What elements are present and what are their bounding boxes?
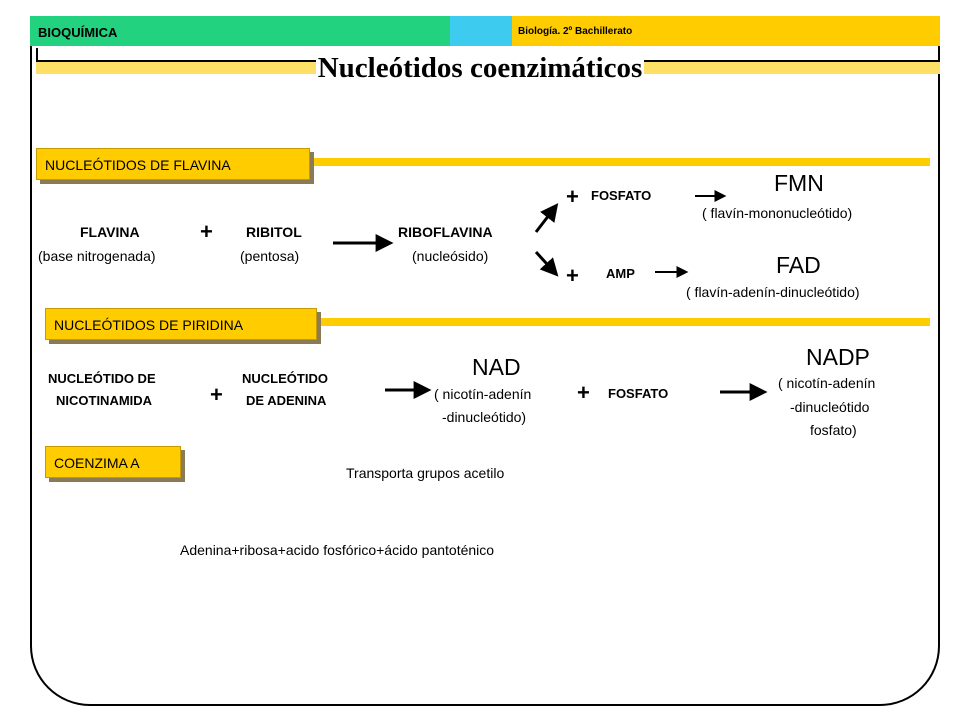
- flavina-label: FLAVINA: [80, 224, 140, 240]
- nad-sub2: -dinucleótido): [442, 409, 527, 425]
- arrow-riboflavina-down: [534, 250, 559, 277]
- flavina-plus: +: [200, 219, 213, 244]
- section-piridina-label: NUCLEÓTIDOS DE PIRIDINA: [45, 308, 317, 340]
- nadp-label: NADP: [806, 344, 870, 370]
- fmn-label: FMN: [774, 170, 824, 196]
- nadp-sub1: ( nicotín-adenín: [778, 375, 876, 391]
- header-green-segment: [30, 16, 450, 46]
- header-blue-segment: [450, 16, 512, 46]
- fosfato-label: FOSFATO: [591, 188, 652, 203]
- page-title-text: Nucleótidos coenzimáticos: [315, 52, 645, 84]
- section-coenzima-label: COENZIMA A: [45, 446, 181, 478]
- adenina-line2: DE ADENINA: [246, 393, 327, 408]
- slide-frame: [30, 16, 940, 706]
- coenzima-transporta: Transporta grupos acetilo: [346, 465, 505, 481]
- fad-label: FAD: [776, 252, 821, 278]
- header-bar: BIOQUÍMICA Biología. 2º Bachillerato: [30, 16, 940, 46]
- ribitol-label: RIBITOL: [246, 224, 302, 240]
- nad-plus: +: [577, 380, 590, 405]
- page-title: Nucleótidos coenzimáticos: [0, 52, 960, 85]
- section-flavina-line: [306, 158, 930, 166]
- course-label: Biología. 2º Bachillerato: [518, 26, 633, 37]
- nadp-sub3: fosfato): [810, 422, 857, 438]
- arrow-riboflavina-up: [534, 203, 559, 233]
- adenina-line1: NUCLEÓTIDO: [242, 371, 328, 386]
- nicotinamida-line1: NUCLEÓTIDO DE: [48, 371, 156, 386]
- section-piridina-line: [315, 318, 930, 326]
- fmn-sub: ( flavín-mononucleótido): [702, 205, 853, 221]
- riboflavina-sub: (nucleósido): [412, 248, 489, 264]
- fad-sub: ( flavín-adenín-dinucleótido): [686, 284, 860, 300]
- section-piridina: NUCLEÓTIDOS DE PIRIDINA: [45, 308, 930, 346]
- coenzima-composicion: Adenina+ribosa+acido fosfórico+ácido pan…: [180, 542, 495, 558]
- section-flavina: NUCLEÓTIDOS DE FLAVINA: [36, 148, 930, 186]
- flavina-sub: (base nitrogenada): [38, 248, 156, 264]
- amp-plus: +: [566, 263, 579, 288]
- header-yellow-segment: [512, 16, 940, 46]
- nadp-sub2: -dinucleótido: [790, 399, 870, 415]
- subject-label: BIOQUÍMICA: [38, 25, 118, 40]
- amp-label: AMP: [606, 266, 635, 281]
- piridina-plus: +: [210, 382, 223, 407]
- section-flavina-label: NUCLEÓTIDOS DE FLAVINA: [36, 148, 310, 180]
- nicotinamida-line2: NICOTINAMIDA: [56, 393, 153, 408]
- ribitol-sub: (pentosa): [240, 248, 300, 264]
- nad-sub1: ( nicotín-adenín: [434, 386, 532, 402]
- nad-label: NAD: [472, 354, 521, 380]
- section-coenzima: COENZIMA A: [45, 446, 185, 484]
- riboflavina-label: RIBOFLAVINA: [398, 224, 493, 240]
- fosfato-plus: +: [566, 184, 579, 209]
- piridina-fosfato-label: FOSFATO: [608, 386, 669, 401]
